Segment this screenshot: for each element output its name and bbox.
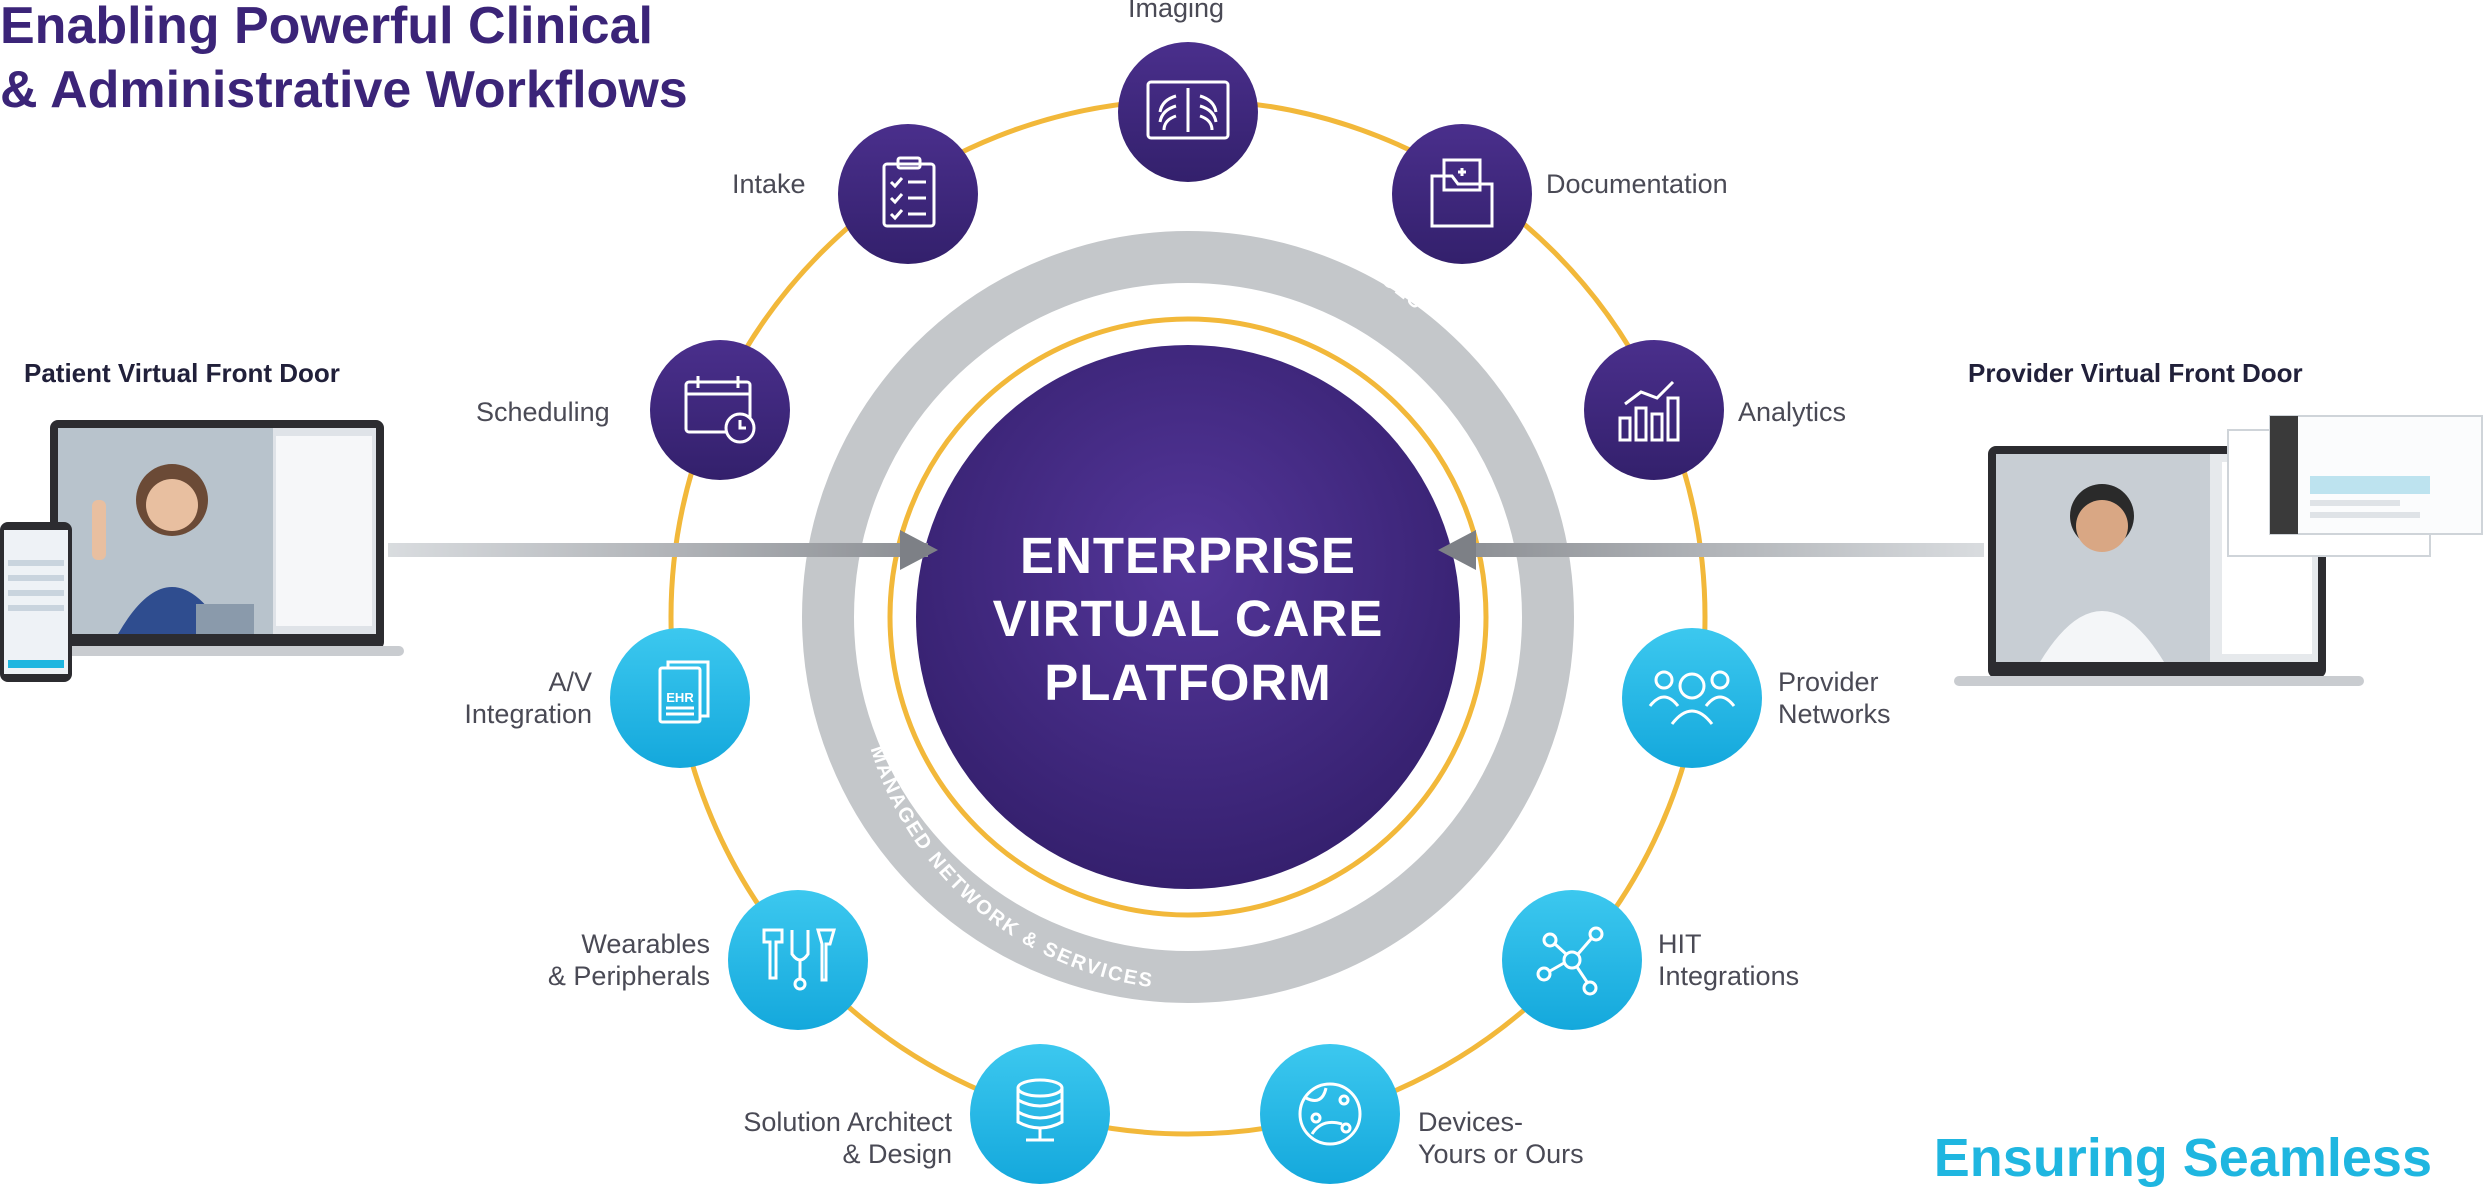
hit-label: HIT Integrations	[1658, 929, 1800, 991]
hit-node	[1502, 890, 1642, 1030]
ehr-document-icon: EHR	[658, 660, 710, 724]
provider-door-label: Provider Virtual Front Door	[1968, 358, 2303, 388]
scheduling-label: Scheduling	[476, 397, 610, 427]
scheduling-node	[650, 340, 790, 480]
provider-screens	[2227, 415, 2483, 557]
imaging-label: Imaging	[1128, 0, 1225, 23]
bar-chart-icon	[1618, 380, 1680, 442]
devices-node	[1260, 1044, 1400, 1184]
medical-folder-icon	[1430, 158, 1494, 228]
documentation-node	[1392, 124, 1532, 264]
patient-arrow	[388, 530, 938, 570]
medical-tools-icon	[762, 928, 836, 991]
analytics-label: Analytics	[1738, 397, 1847, 427]
provider-networks-label: Provider Networks	[1778, 667, 1891, 729]
patient-laptop	[30, 420, 404, 656]
patient-phone	[0, 522, 72, 682]
solution-label: Solution Architect & Design	[743, 1107, 952, 1169]
network-nodes-icon	[1536, 926, 1604, 996]
wearables-node	[728, 890, 868, 1030]
center-line-3: PLATFORM	[1044, 654, 1332, 711]
page-title: Enabling Powerful Clinical & Administrat…	[0, 0, 688, 119]
center-line-2: VIRTUAL CARE	[993, 590, 1384, 647]
clipboard-checklist-icon	[882, 156, 936, 228]
globe-devices-icon	[1298, 1082, 1362, 1146]
center-line-1: ENTERPRISE	[1020, 527, 1356, 584]
analytics-node	[1584, 340, 1724, 480]
calendar-clock-icon	[684, 376, 756, 444]
av-integration-node: EHR	[610, 628, 750, 768]
wearables-label: Wearables & Peripherals	[547, 929, 710, 991]
provider-arrow	[1438, 530, 1984, 570]
page-subtitle: Ensuring Seamless	[1933, 1128, 2432, 1188]
solution-node	[970, 1044, 1110, 1184]
svg-text:EHR: EHR	[666, 690, 694, 705]
x-ray-icon	[1146, 80, 1230, 140]
database-icon	[1016, 1078, 1064, 1142]
documentation-label: Documentation	[1546, 169, 1728, 199]
provider-networks-node	[1622, 628, 1762, 768]
provider-group-icon	[1648, 670, 1736, 725]
platform-circle	[916, 345, 1460, 889]
imaging-node	[1118, 42, 1258, 182]
intake-label: Intake	[732, 169, 806, 199]
inner-gold-ring	[887, 316, 1489, 918]
intake-node	[838, 124, 978, 264]
av-integration-label: A/V Integration	[464, 667, 592, 729]
managed-network-ring	[802, 231, 1574, 1003]
patient-door-label: Patient Virtual Front Door	[24, 358, 340, 388]
devices-label: Devices- Yours or Ours	[1418, 1107, 1584, 1169]
